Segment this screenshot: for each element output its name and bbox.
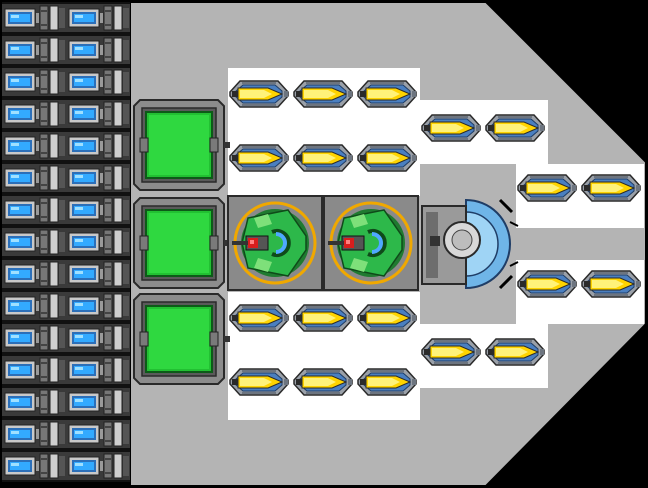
battery-cell-icon[interactable] [1,193,67,227]
reactor-core[interactable] [420,196,519,290]
thruster-icon[interactable] [229,304,289,332]
thruster-icon[interactable] [293,304,353,332]
armor-block-2[interactable] [133,197,225,289]
battery-cell-icon[interactable] [65,257,131,291]
battery-cell-icon[interactable] [1,97,67,131]
thruster-icon[interactable] [421,338,481,366]
battery-cell-icon[interactable] [1,353,67,387]
battery-cell-icon[interactable] [1,225,67,259]
thruster-icon[interactable] [293,368,353,396]
thruster-icon[interactable] [517,174,577,202]
battery-cell-icon[interactable] [65,225,131,259]
battery-cell-icon[interactable] [65,161,131,195]
battery-cell-icon[interactable] [1,1,67,35]
battery-cell-icon[interactable] [1,289,67,323]
battery-cell-icon[interactable] [65,65,131,99]
thruster-icon[interactable] [357,144,417,172]
battery-cell-icon[interactable] [65,129,131,163]
thruster-icon[interactable] [485,114,545,142]
battery-cell-icon[interactable] [1,257,67,291]
thruster-icon[interactable] [229,144,289,172]
battery-cell-icon[interactable] [1,449,67,483]
thruster-icon[interactable] [229,368,289,396]
battery-cell-icon[interactable] [65,353,131,387]
thruster-icon[interactable] [229,80,289,108]
battery-cell-icon[interactable] [65,1,131,35]
turret-1[interactable] [226,194,324,292]
thruster-icon[interactable] [485,338,545,366]
battery-cell-icon[interactable] [1,65,67,99]
armor-connector [224,142,230,148]
turret-2[interactable] [322,194,420,292]
battery-cell-icon[interactable] [65,97,131,131]
battery-cell-icon[interactable] [1,161,67,195]
battery-cell-icon[interactable] [65,321,131,355]
battery-cell-icon[interactable] [65,33,131,67]
armor-block-1[interactable] [133,99,225,191]
thruster-icon[interactable] [581,270,641,298]
battery-cell-icon[interactable] [65,449,131,483]
battery-cell-icon[interactable] [65,289,131,323]
battery-cell-icon[interactable] [65,193,131,227]
battery-cell-icon[interactable] [1,385,67,419]
battery-bank [1,1,131,483]
thruster-icon[interactable] [293,80,353,108]
battery-cell-icon[interactable] [65,385,131,419]
thruster-icon[interactable] [357,80,417,108]
battery-cell-icon[interactable] [65,417,131,451]
battery-cell-icon[interactable] [1,417,67,451]
thruster-icon[interactable] [581,174,641,202]
thruster-icon[interactable] [357,368,417,396]
battery-cell-icon[interactable] [1,321,67,355]
battery-cell-icon[interactable] [1,33,67,67]
thruster-icon[interactable] [293,144,353,172]
thruster-icon[interactable] [357,304,417,332]
armor-connector [224,336,230,342]
battery-cell-icon[interactable] [1,129,67,163]
armor-block-3[interactable] [133,293,225,385]
thruster-icon[interactable] [517,270,577,298]
thruster-icon[interactable] [421,114,481,142]
